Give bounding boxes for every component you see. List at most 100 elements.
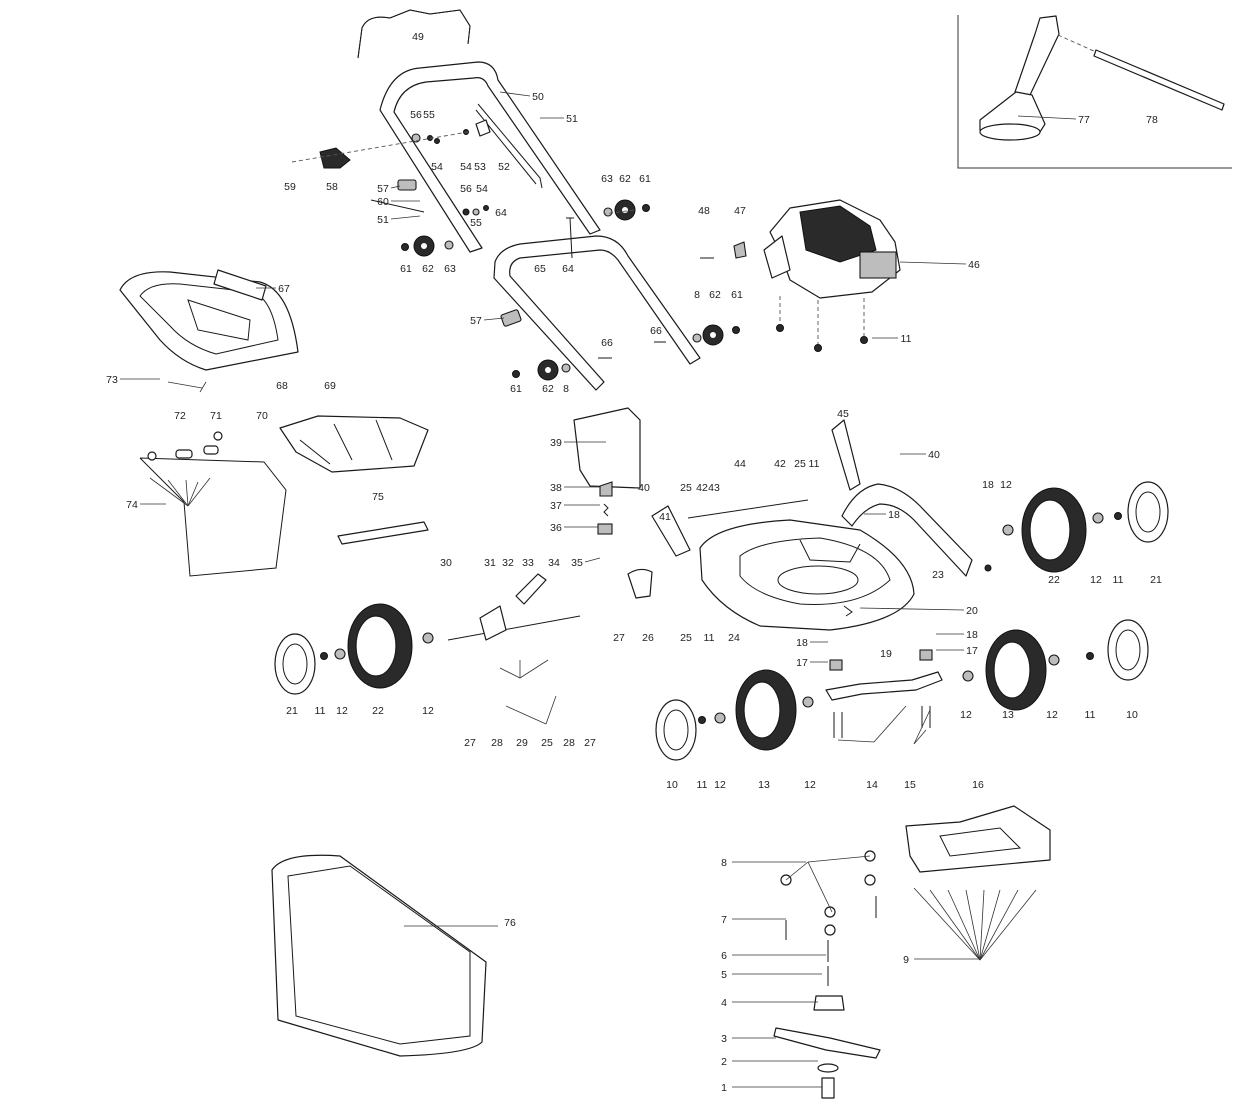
callout-label-12: 12: [336, 705, 348, 717]
callout-label-18: 18: [796, 637, 808, 649]
part-65-lower-handle: [493, 235, 701, 391]
callout-label-5: 5: [721, 969, 727, 981]
leader-fan-25-0: [505, 705, 547, 725]
leader-fan-25-1: [545, 695, 557, 725]
callout-label-25: 25: [541, 737, 553, 749]
callout-label-62: 62: [619, 173, 631, 185]
callout-label-1: 1: [721, 1082, 727, 1094]
callout-label-70: 70: [256, 410, 268, 422]
callout-label-71: 71: [210, 410, 222, 422]
leader-fan-9-2: [947, 889, 981, 961]
part-69-bag-top: [279, 415, 429, 473]
callout-label-4: 4: [721, 997, 727, 1009]
leader-fan-74-4: [187, 477, 211, 507]
part-34-axle: [447, 615, 581, 641]
part-45-plate: [831, 419, 861, 491]
leader-fan-8-1: [785, 861, 809, 881]
callout-label-13: 13: [1002, 709, 1014, 721]
callout-label-11: 11: [704, 632, 715, 644]
callout-label-24: 24: [728, 632, 740, 644]
callout-label-43: 43: [708, 482, 720, 494]
callout-label-25: 25: [794, 458, 806, 470]
leader-fan-9-1: [929, 889, 981, 961]
part-44-axle-rod: [687, 499, 809, 519]
callout-label-12: 12: [1090, 574, 1102, 586]
callout-label-12: 12: [714, 779, 726, 791]
callout-label-54: 54: [476, 183, 488, 195]
callout-label-27: 27: [584, 737, 596, 749]
callout-label-60: 60: [377, 196, 389, 208]
part-31-32-33-bracket: [479, 573, 547, 641]
part-17-bracket-a: [829, 659, 843, 671]
callout-label-55: 55: [470, 217, 482, 229]
callout-label-14: 14: [866, 779, 878, 791]
callout-label-16: 16: [972, 779, 984, 791]
callout-label-32: 32: [502, 557, 514, 569]
part-41-plate: [651, 505, 691, 557]
part-17-bracket-b: [919, 649, 933, 661]
callout-label-40: 40: [928, 449, 940, 461]
callout-label-68: 68: [276, 380, 288, 392]
callout-label-29: 29: [516, 737, 528, 749]
callout-label-51: 51: [377, 214, 389, 226]
callout-label-23: 23: [932, 569, 944, 581]
callout-label-52: 52: [498, 161, 510, 173]
callout-label-50: 50: [532, 91, 544, 103]
callout-label-58: 58: [326, 181, 338, 193]
leader-line-50: [499, 91, 531, 97]
callout-label-56: 56: [410, 109, 422, 121]
callout-label-72: 72: [174, 410, 186, 422]
callout-label-10: 10: [1126, 709, 1138, 721]
callout-label-37: 37: [550, 500, 562, 512]
leader-fan-9-5: [979, 889, 1001, 961]
callout-label-6: 6: [721, 950, 727, 962]
callout-label-42: 42: [774, 458, 786, 470]
nuts-11-engine: [776, 324, 868, 352]
part-24-deck: [699, 519, 915, 631]
part-76-grass-bag: [271, 854, 498, 1057]
callout-label-34: 34: [548, 557, 560, 569]
callout-label-8: 8: [563, 383, 569, 395]
callout-label-8: 8: [721, 857, 727, 869]
leader-fan-73-0: [199, 381, 207, 393]
wheel-22-left: [347, 603, 413, 689]
leader-line-46: [899, 261, 967, 265]
callout-label-10: 10: [666, 779, 678, 791]
callout-label-57: 57: [470, 315, 482, 327]
callout-label-38: 38: [550, 482, 562, 494]
callout-label-66: 66: [650, 325, 662, 337]
part-16-front-cover: [905, 805, 1051, 873]
callout-label-17: 17: [966, 645, 978, 657]
inset-frame: [957, 15, 1232, 169]
part-47-clip: [733, 241, 747, 259]
leader-line-57: [390, 185, 401, 189]
callout-label-73: 73: [106, 374, 118, 386]
callout-label-64: 64: [495, 207, 507, 219]
part-68-catcher-lid: [119, 271, 299, 371]
callout-label-12: 12: [1000, 479, 1012, 491]
part-37-spring: [603, 503, 609, 517]
callout-label-76: 76: [504, 917, 516, 929]
callout-label-65: 65: [534, 263, 546, 275]
callout-label-44: 44: [734, 458, 746, 470]
callout-label-69: 69: [324, 380, 336, 392]
callout-label-19: 19: [880, 648, 892, 660]
wheel-13-front-left: [735, 669, 797, 751]
callout-label-63: 63: [444, 263, 456, 275]
callout-label-39: 39: [550, 437, 562, 449]
callout-label-67: 67: [278, 283, 290, 295]
wheel-hardware: [320, 512, 1122, 724]
callout-label-11: 11: [1085, 709, 1096, 721]
leader-fan-9-7: [979, 889, 1037, 961]
wheel-10-front-right-hubcap: [1107, 619, 1149, 681]
wheel-10-front-left-hubcap: [655, 699, 697, 761]
callout-label-78: 78: [1146, 114, 1158, 126]
callout-label-9: 9: [903, 954, 909, 966]
callout-label-30: 30: [440, 557, 452, 569]
callout-label-20: 20: [966, 605, 978, 617]
part-39-rear-flap: [573, 407, 641, 489]
callout-label-63: 63: [601, 173, 613, 185]
callout-label-12: 12: [960, 709, 972, 721]
callout-label-42: 42: [696, 482, 708, 494]
part-46-engine: [763, 199, 901, 344]
